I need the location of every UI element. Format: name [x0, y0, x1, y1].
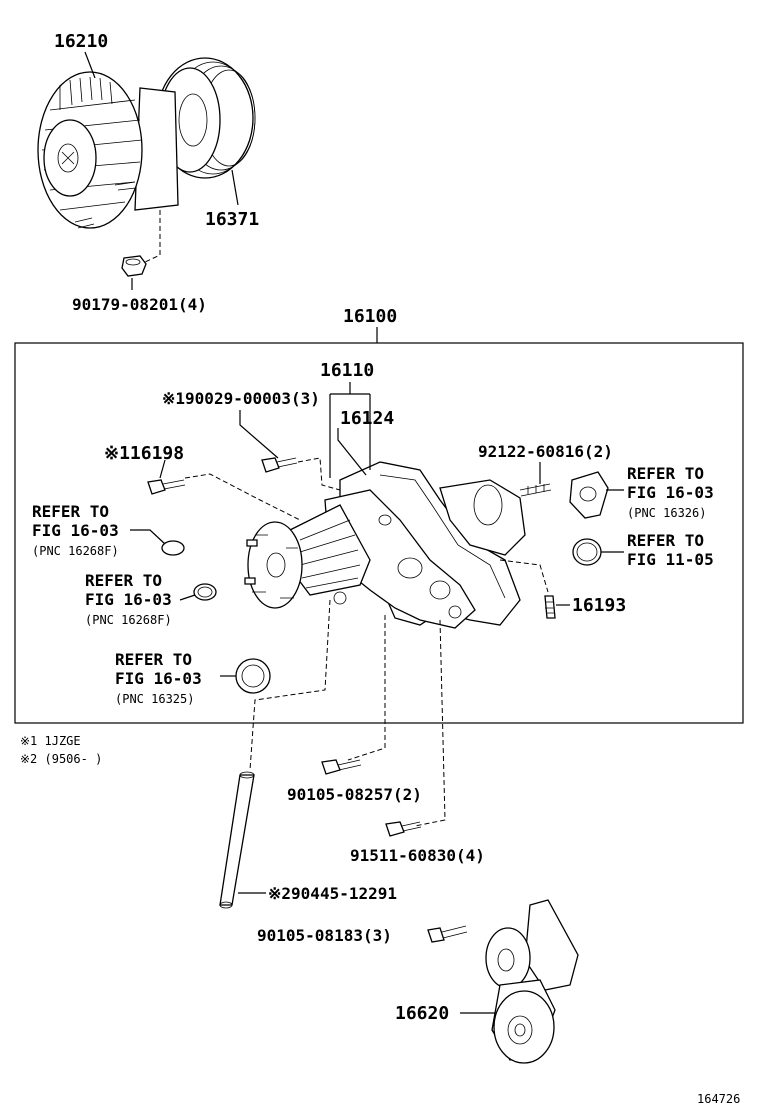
svg-text:FIG 16-03: FIG 16-03 — [85, 590, 172, 609]
part-label-90105-08183: 90105-08183(3) — [257, 926, 392, 945]
part-label-90105-08257: 90105-08257(2) — [287, 785, 422, 804]
svg-text:FIG 16-03: FIG 16-03 — [32, 521, 119, 540]
part-label-16371: 16371 — [205, 209, 259, 230]
gasket-16268f-b-drawing — [193, 583, 217, 601]
gasket-16326-drawing — [569, 471, 609, 519]
part-label-16124: 16124 — [340, 408, 394, 429]
part-label-92122: 92122-60816(2) — [478, 442, 613, 461]
refer-note-16326: REFER TO FIG 16-03 (PNC 16326) — [627, 464, 714, 520]
part-label-16193: 16193 — [572, 595, 626, 616]
refer-note-1105: REFER TO FIG 11-05 — [627, 531, 714, 569]
footnote-1: ※1 1JZGE — [20, 734, 81, 748]
stud-16193-drawing — [544, 595, 556, 619]
part-label-16110: 16110 — [320, 360, 374, 381]
part-label-91511: 91511-60830(4) — [350, 846, 485, 865]
part-label-16100: 16100 — [343, 306, 397, 327]
bolt-91511-drawing — [385, 821, 422, 837]
nut-90179-drawing — [121, 255, 147, 277]
bolt-90029-drawing — [261, 457, 298, 473]
bolt-90105-08257-drawing — [321, 759, 362, 775]
tensioner-16620-drawing — [485, 899, 579, 1064]
bolt-90105-08183-drawing — [427, 925, 468, 943]
svg-text:REFER TO: REFER TO — [115, 650, 192, 669]
stud-92122-drawing — [519, 483, 552, 497]
svg-text:(PNC 16326): (PNC 16326) — [627, 506, 706, 520]
part-label-90029: ※190029-00003(3) — [162, 389, 320, 408]
svg-text:FIG 16-03: FIG 16-03 — [627, 483, 714, 502]
gasket-16268f-a-drawing — [161, 540, 185, 556]
svg-text:FIG 11-05: FIG 11-05 — [627, 550, 714, 569]
svg-text:REFER TO: REFER TO — [627, 464, 704, 483]
part-label-16620: 16620 — [395, 1003, 449, 1024]
svg-text:(PNC 16268F): (PNC 16268F) — [32, 544, 119, 558]
svg-text:REFER TO: REFER TO — [627, 531, 704, 550]
gasket-16325-drawing — [235, 658, 271, 694]
refer-note-16325: REFER TO FIG 16-03 (PNC 16325) — [115, 650, 202, 706]
part-label-16198: ※116198 — [104, 443, 184, 464]
refer-note-16268f-b: REFER TO FIG 16-03 (PNC 16268F) — [85, 571, 172, 627]
svg-text:FIG 16-03: FIG 16-03 — [115, 669, 202, 688]
part-label-16210: 16210 — [54, 31, 108, 52]
figure-id: 164726 — [697, 1092, 740, 1106]
part-label-90179: 90179-08201(4) — [72, 295, 207, 314]
svg-text:REFER TO: REFER TO — [32, 502, 109, 521]
footnote-2: ※2 (9506- ) — [20, 752, 102, 766]
svg-text:(PNC 16325): (PNC 16325) — [115, 692, 194, 706]
part-label-90445: ※290445-12291 — [268, 884, 397, 903]
refer-note-16268f-a: REFER TO FIG 16-03 (PNC 16268F) — [32, 502, 119, 558]
assembly-box-16100 — [14, 342, 744, 724]
svg-text:REFER TO: REFER TO — [85, 571, 162, 590]
bolt-16198-drawing — [147, 479, 186, 495]
water-pump-drawing — [244, 461, 526, 629]
pipe-90445-drawing — [219, 771, 255, 909]
fan-coupling-drawing — [37, 57, 256, 229]
svg-text:(PNC 16268F): (PNC 16268F) — [85, 613, 172, 627]
